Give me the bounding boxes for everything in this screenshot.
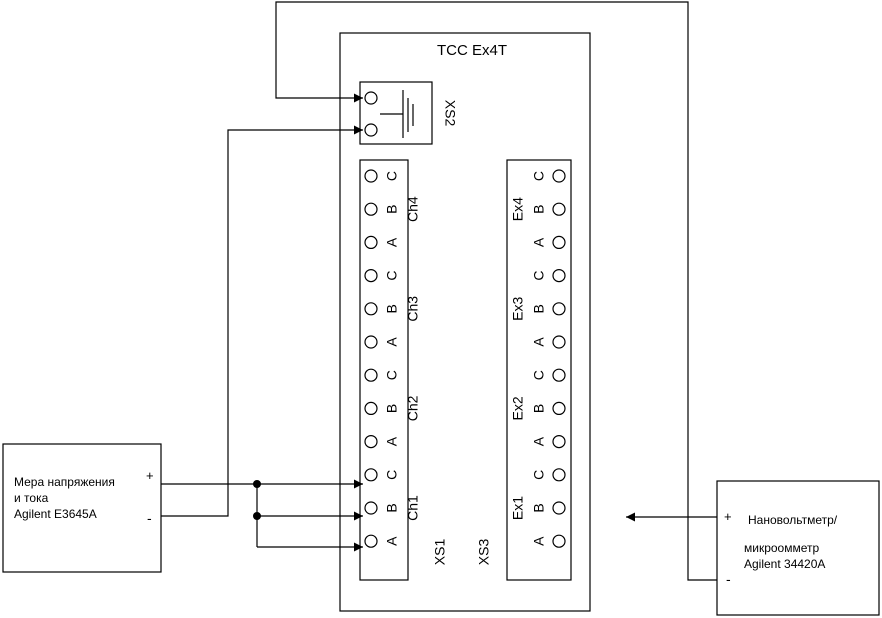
xs3-pins <box>552 169 566 548</box>
source-line1: Мера напряжения <box>14 475 115 489</box>
xs3-pin <box>552 468 566 482</box>
xs3-pin-letter: C <box>531 470 547 480</box>
xs3-pin <box>552 302 566 316</box>
meter-line1: Нановольтметр/ <box>748 513 838 527</box>
channel-label: Ch2 <box>405 395 421 421</box>
xs1-pin-letter: C <box>384 271 400 281</box>
xs1-pin <box>364 269 378 283</box>
xs3-pin-letter: A <box>531 337 547 347</box>
xs1-pin-letter: C <box>384 370 400 380</box>
meter-box <box>716 480 880 616</box>
meter-plus: + <box>724 509 732 524</box>
source-line3: Agilent E3645A <box>14 507 97 521</box>
xs3-pin-letter: A <box>531 536 547 546</box>
xs3-pin <box>552 335 566 349</box>
xs1-pin <box>364 534 378 548</box>
xs2-connector <box>359 81 433 145</box>
meter-line2: микроомметр <box>744 541 819 555</box>
xs1-pin-letter: A <box>384 337 400 347</box>
xs3-pin-letter: B <box>531 304 547 313</box>
xs3-pin <box>552 435 566 449</box>
xs3-pin <box>552 169 566 183</box>
xs1-pin-letter: B <box>384 404 400 413</box>
junction-dot-bottom <box>253 512 261 520</box>
xs1-pin <box>364 435 378 449</box>
xs3-pin-letter: C <box>531 171 547 181</box>
xs1-pin <box>364 501 378 515</box>
xs1-pin <box>364 169 378 183</box>
xs1-pin <box>364 368 378 382</box>
source-minus: - <box>147 510 152 526</box>
xs1-label: XS1 <box>432 539 448 566</box>
wire-meter-minus-to-xs2 <box>275 1 717 581</box>
xs1-pin <box>364 335 378 349</box>
xs1-letters: C B A C B A C B A C B A <box>384 171 400 546</box>
xs3-pin-letter: A <box>531 237 547 247</box>
xs1-pin-letter: A <box>384 436 400 446</box>
wires <box>161 1 717 581</box>
xs1-pin <box>364 468 378 482</box>
xs1-pin <box>364 235 378 249</box>
xs3-connector <box>506 159 572 581</box>
xs3-pin-letter: C <box>531 370 547 380</box>
xs1-pin-letter: B <box>384 205 400 214</box>
xs3-pin <box>552 269 566 283</box>
xs2-label: XS2 <box>442 100 458 127</box>
xs3-pin-letter: A <box>531 436 547 446</box>
xs1-pins <box>364 169 378 548</box>
xs3-pin <box>552 401 566 415</box>
channel-label: Ch1 <box>405 495 421 521</box>
xs3-pin <box>552 235 566 249</box>
ex-label: Ex3 <box>510 297 526 321</box>
xs1-connector <box>359 159 409 581</box>
xs1-pin-letter: A <box>384 536 400 546</box>
ex-label: Ex4 <box>510 197 526 221</box>
ex-label: Ex1 <box>510 496 526 520</box>
wire-source-minus-to-xs2 <box>161 125 363 517</box>
xs3-pin-letter: C <box>531 271 547 281</box>
source-line2: и тока <box>14 491 49 505</box>
device-enclosure <box>339 32 591 612</box>
meter-line3: Agilent 34420A <box>744 557 825 571</box>
xs3-letters: C B A C B A C B A C B A <box>531 171 547 546</box>
device-title: ТСС Ex4T <box>437 42 507 59</box>
xs3-label: XS3 <box>476 539 492 566</box>
xs1-pin <box>364 302 378 316</box>
source-plus: + <box>146 468 154 483</box>
channel-label: Ch3 <box>405 296 421 322</box>
xs1-pin-letter: C <box>384 171 400 181</box>
xs3-pin-letter: B <box>531 404 547 413</box>
xs3-pin <box>552 534 566 548</box>
xs3-pin <box>552 368 566 382</box>
xs3-pin-letter: B <box>531 205 547 214</box>
ground-icon <box>380 90 414 138</box>
xs2-pin-top <box>364 91 378 105</box>
xs1-pin-letter: B <box>384 503 400 512</box>
source-box <box>2 443 162 573</box>
xs3-pin-letter: B <box>531 503 547 512</box>
xs1-pin-letter: B <box>384 304 400 313</box>
xs1-pin-letter: A <box>384 237 400 247</box>
xs1-pin <box>364 202 378 216</box>
xs3-pin <box>552 202 566 216</box>
xs1-pin <box>364 401 378 415</box>
xs3-pin <box>552 501 566 515</box>
ex-label: Ex2 <box>510 396 526 420</box>
junction-dot-top <box>253 480 261 488</box>
xs2-pin-bottom <box>364 123 378 137</box>
meter-minus: - <box>726 571 731 587</box>
xs1-pin-letter: C <box>384 470 400 480</box>
channel-label: Ch4 <box>405 196 421 222</box>
